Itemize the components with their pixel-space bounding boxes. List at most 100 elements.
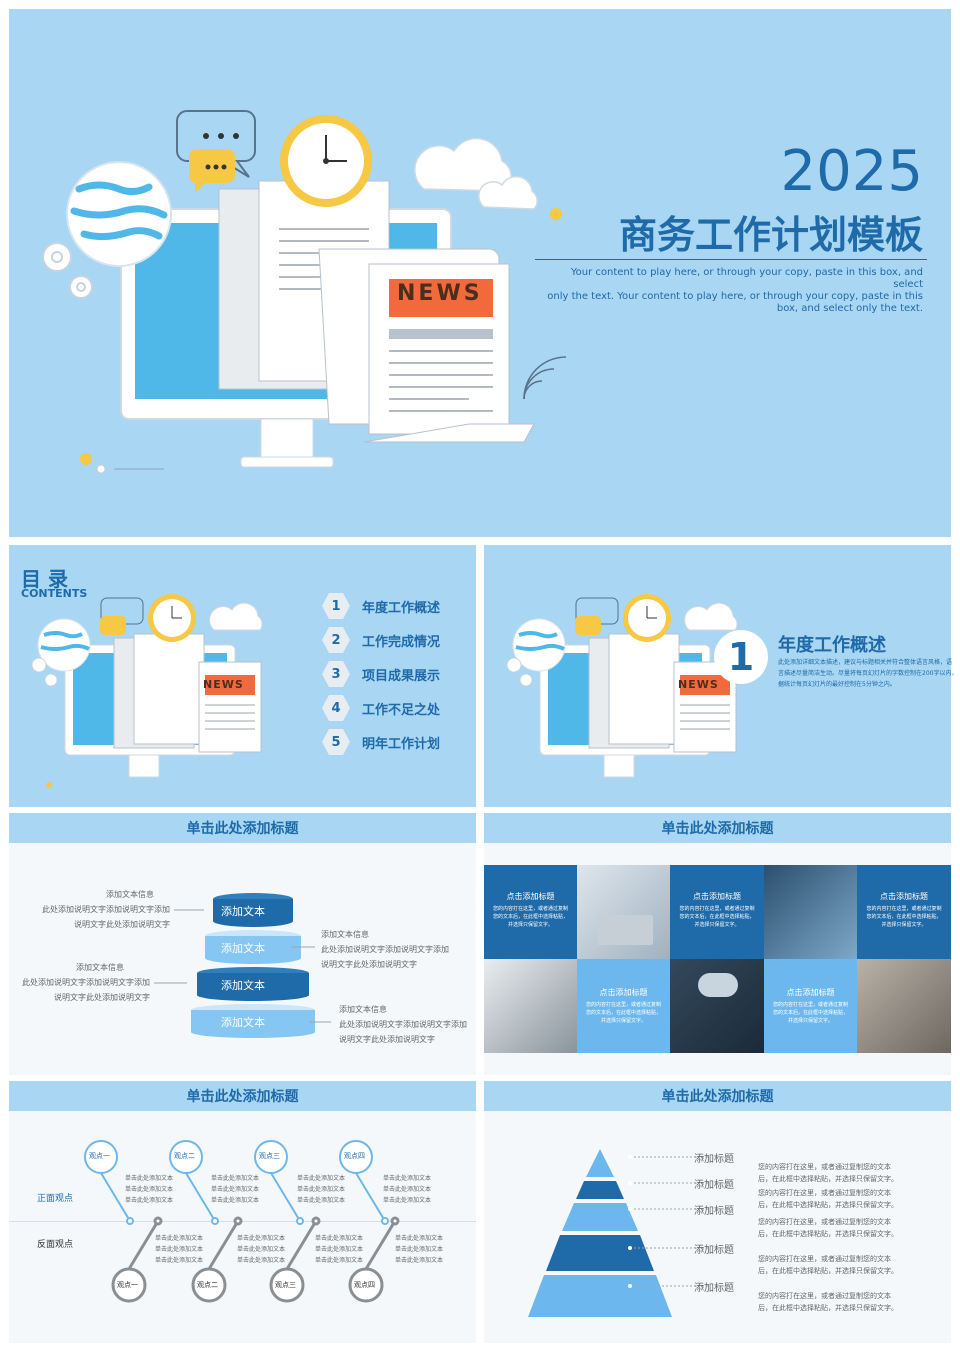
section-illustration [506,594,738,778]
toc-item[interactable]: 1 年度工作概述 [322,589,440,623]
grid-cell-text[interactable]: 点击添加标题 您的内容打在这里，或者通过复制 您的文本后，在此框中选择粘贴， 并… [857,865,951,959]
hexagon-badge: 4 [322,695,350,721]
toc-item[interactable]: 5 明年工作计划 [322,725,440,759]
layer-note: 添加文本信息 此处添加说明文字添加说明文字添加 说明文字此处添加说明文字 [321,930,449,969]
gear-icon [42,242,93,299]
pyramid-level-label[interactable]: 添加标题 [694,1245,734,1256]
toc-item[interactable]: 4 工作不足之处 [322,691,440,725]
grid-slide: 单击此处添加标题 点击添加标题 您的内容打在这里，或者通过复制 您的文本后，在此… [484,813,951,1075]
top-pin-label[interactable]: 观点二 [174,1152,195,1160]
cover-slide: NEWS 2025 商务工作计划模板 Your content to play … [9,9,951,537]
pyramid-level-1 [586,1149,614,1177]
toc-subtitle: CONTENTS [21,587,88,600]
slide-title[interactable]: 单击此处添加标题 [9,813,476,843]
section-slide: NEWS 1 年度工作概述 此处添加详细文本描述，建议与标题相关并符合整体语言风… [484,545,957,807]
grid-cell-text[interactable]: 点击添加标题 您的内容打在这里，或者通过复制 您的文本后，在此框中选择粘贴， 并… [577,959,670,1053]
grid-photo-tablet [484,959,577,1053]
negative-label: 反面观点 [37,1240,74,1250]
grid-cell-text[interactable]: 点击添加标题 您的内容打在这里，或者通过复制 您的文本后，在此框中选择粘贴， 并… [764,959,857,1053]
cover-title: 商务工作计划模板 [618,213,923,257]
toc-item-label: 工作不足之处 [362,702,441,718]
cover-description: Your content to play here, or through yo… [547,267,923,314]
hexagon-badge: 3 [322,661,350,687]
toc-news-label: NEWS [203,678,244,691]
bottom-pin-label[interactable]: 观点三 [275,1281,296,1289]
toc-list: 1 年度工作概述 2 工作完成情况 3 项目成果展示 4 工作不足之处 5 明年… [322,589,440,759]
pyramid-level-5 [528,1275,672,1317]
clock-icon [280,115,372,207]
pyramid-level-4 [546,1235,654,1271]
cloud-icon [414,137,538,210]
toc-item-label: 年度工作概述 [362,600,441,616]
grid-photo-tech [764,865,857,959]
layer-stack [191,893,315,1038]
section-news-label: NEWS [678,678,719,691]
grid-cell-text[interactable]: 点击添加标题 您的内容打在这里，或者通过复制 您的文本后，在此框中选择粘贴， 并… [670,865,764,959]
layer-bar-1 [213,899,293,921]
toc-slide: 目 录 CONTENTS NEWS 1 年度工作概述 2 工作完成情况 3 [9,545,476,807]
layer-bar-label: 添加文本 [221,905,265,918]
layer-bar-4 [191,1010,315,1032]
toc-illustration [31,594,263,788]
pyramid [528,1149,710,1317]
cover-illustration [42,110,567,474]
globe-icon [66,161,172,267]
section-description: 此处添加详细文本描述，建议与标题相关并符合整体语言风格，语 言描述尽量简洁生动。… [778,659,958,688]
cover-divider [535,259,927,260]
pyramid-level-label[interactable]: 添加标题 [694,1283,734,1294]
bottom-pin-label[interactable]: 观点四 [354,1281,375,1289]
grid-photo-cloud [670,959,764,1053]
pyramid-note: 您的内容打在这里，或者通过复制您的文本 后，在此框中选择粘贴，并选择只保留文字。 [758,1189,898,1209]
positive-label: 正面观点 [37,1194,74,1204]
toc-item-label: 明年工作计划 [362,736,441,752]
hexagon-badge: 2 [322,627,350,653]
section-title: 年度工作概述 [778,635,886,656]
layer-bar-label: 添加文本 [221,942,265,955]
pyramid-note: 您的内容打在这里，或者通过复制您的文本 后，在此框中选择粘贴，并选择只保留文字。 [758,1218,898,1238]
layer-bar-2 [205,936,301,958]
wifi-icon [523,356,567,400]
slide-title[interactable]: 单击此处添加标题 [484,813,951,843]
toc-item[interactable]: 2 工作完成情况 [322,623,440,657]
bottom-pin-label[interactable]: 观点一 [117,1281,138,1289]
grid-cell-text[interactable]: 点击添加标题 您的内容打在这里，或者通过复制 您的文本后，在此框中选择粘贴， 并… [484,865,577,959]
hexagon-badge: 1 [322,593,350,619]
slide-title[interactable]: 单击此处添加标题 [484,1081,951,1111]
section-number-circle: 1 [714,630,768,684]
timeline-axis [9,1221,476,1222]
pyramid-level-2 [576,1181,624,1199]
grid-photo-laptop [577,865,670,959]
layer-note: 添加文本信息 此处添加说明文字添加说明文字添加 说明文字此处添加说明文字 [22,963,150,1002]
layers-slide: 单击此处添加标题 添加文本 添加文本 添加文本 添加文本 添加文本信息 此处添加… [9,813,476,1075]
grid-photo-dollar [857,959,951,1053]
toc-item-label: 项目成果展示 [362,668,441,684]
layer-note: 添加文本信息 此处添加说明文字添加说明文字添加 说明文字此处添加说明文字 [42,890,170,929]
layer-connectors [154,909,331,1023]
pyramid-level-label[interactable]: 添加标题 [694,1206,734,1217]
timeline-slide: 单击此处添加标题 正面观点 反面观点 观点一 观点二 观点三 观点四 观点一 观… [9,1081,476,1343]
layer-note: 添加文本信息 此处添加说明文字添加说明文字添加 说明文字此处添加说明文字 [339,1005,467,1044]
pyramid-level-3 [562,1203,638,1231]
layer-bar-label: 添加文本 [221,1016,265,1029]
layer-bar-label: 添加文本 [221,979,265,992]
pyramid-note: 您的内容打在这里，或者通过复制您的文本 后，在此框中选择粘贴，并选择只保留文字。 [758,1292,898,1312]
layer-bar-3 [197,973,309,995]
toc-item-label: 工作完成情况 [362,634,441,650]
top-pin-label[interactable]: 观点三 [259,1152,280,1160]
cover-year: 2025 [780,139,923,204]
news-label: NEWS [397,281,483,306]
slide-title[interactable]: 单击此处添加标题 [9,1081,476,1111]
top-pin-label[interactable]: 观点一 [89,1152,110,1160]
pyramid-note: 您的内容打在这里，或者通过复制您的文本 后，在此框中选择粘贴，并选择只保留文字。 [758,1163,898,1183]
pyramid-slide: 单击此处添加标题 添加标题 添加标题 添加标题 添加标题 添加标题 您的内容打在… [484,1081,951,1343]
pyramid-level-label[interactable]: 添加标题 [694,1154,734,1165]
timeline-pins [84,1140,400,1303]
pyramid-level-label[interactable]: 添加标题 [694,1180,734,1191]
chat-bubble-icon [176,110,256,193]
top-pin-label[interactable]: 观点四 [344,1152,365,1160]
bottom-pin-label[interactable]: 观点二 [197,1281,218,1289]
toc-item[interactable]: 3 项目成果展示 [322,657,440,691]
pyramid-note: 您的内容打在这里，或者通过复制您的文本 后，在此框中选择粘贴，并选择只保留文字。 [758,1255,898,1275]
toc-title: 目 录 [21,567,68,591]
hexagon-badge: 5 [322,729,350,755]
